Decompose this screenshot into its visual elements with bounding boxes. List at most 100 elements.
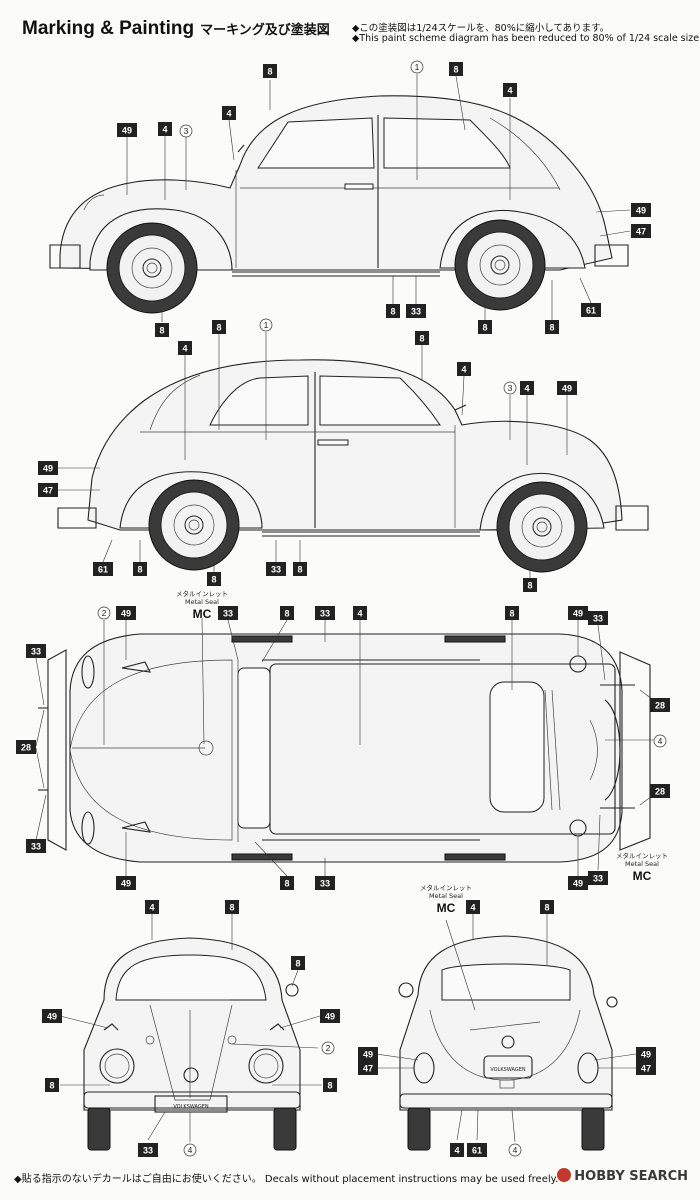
callout-4: 4 xyxy=(450,1143,464,1157)
callout-8: 8 xyxy=(523,578,537,592)
svg-text:4: 4 xyxy=(357,609,362,619)
svg-text:8: 8 xyxy=(453,65,458,75)
svg-text:8: 8 xyxy=(211,575,216,585)
callout-4: 4 xyxy=(145,900,159,914)
svg-text:4: 4 xyxy=(658,736,663,746)
callout-8: 8 xyxy=(155,323,169,337)
scale-note-jp: ◆この塗装図は1/24スケールを、80%に縮小してあります。 xyxy=(352,23,610,34)
svg-text:49: 49 xyxy=(562,384,572,394)
svg-text:49: 49 xyxy=(363,1050,373,1060)
callout-49: 49 xyxy=(636,1047,656,1061)
callout-circle-4: 4 xyxy=(508,1143,522,1157)
svg-text:8: 8 xyxy=(49,1081,54,1091)
svg-text:8: 8 xyxy=(284,879,289,889)
callout-4: 4 xyxy=(503,83,517,97)
svg-text:8: 8 xyxy=(137,565,142,575)
svg-text:61: 61 xyxy=(472,1146,482,1156)
callout-49: 49 xyxy=(631,203,651,217)
callout-61: 61 xyxy=(581,303,601,317)
svg-text:49: 49 xyxy=(573,879,583,889)
callout-8: 8 xyxy=(133,562,147,576)
svg-text:3: 3 xyxy=(508,383,513,393)
callout-33: 33 xyxy=(218,606,238,620)
callout-28: 28 xyxy=(650,784,670,798)
side-view-left xyxy=(49,95,629,314)
svg-text:MC: MC xyxy=(193,607,212,621)
svg-text:1: 1 xyxy=(415,62,420,72)
callout-47: 47 xyxy=(636,1061,656,1075)
callout-8: 8 xyxy=(478,320,492,334)
metal-seal-label-rear: メタルインレット Metal Seal MC xyxy=(616,851,668,883)
callout-47: 47 xyxy=(358,1061,378,1075)
callout-61: 61 xyxy=(93,562,113,576)
callout-circle-1: 1 xyxy=(410,60,424,74)
svg-text:メタルインレット: メタルインレット xyxy=(616,851,668,860)
callout-8: 8 xyxy=(293,562,307,576)
svg-text:47: 47 xyxy=(363,1064,373,1074)
footer-note: ◆貼る指示のないデカールはご自由にお使いください。 Decals without… xyxy=(14,1174,559,1185)
svg-text:8: 8 xyxy=(216,323,221,333)
svg-text:8: 8 xyxy=(527,581,532,591)
svg-text:33: 33 xyxy=(31,647,41,657)
svg-text:4: 4 xyxy=(182,344,187,354)
svg-text:4: 4 xyxy=(149,903,154,913)
callout-33: 33 xyxy=(315,876,335,890)
svg-text:メタルインレット: メタルインレット xyxy=(176,589,228,598)
svg-text:33: 33 xyxy=(593,874,603,884)
rear-view xyxy=(398,935,618,1151)
callout-8: 8 xyxy=(263,64,277,78)
callout-circle-2: 2 xyxy=(97,606,111,620)
svg-text:61: 61 xyxy=(586,306,596,316)
svg-text:8: 8 xyxy=(482,323,487,333)
svg-text:4: 4 xyxy=(226,109,231,119)
svg-text:8: 8 xyxy=(295,959,300,969)
svg-text:8: 8 xyxy=(549,323,554,333)
callout-8: 8 xyxy=(386,304,400,318)
callout-4: 4 xyxy=(457,362,471,376)
callout-49: 49 xyxy=(557,381,577,395)
svg-text:4: 4 xyxy=(461,365,466,375)
callout-8: 8 xyxy=(291,956,305,970)
svg-text:8: 8 xyxy=(267,67,272,77)
svg-text:MC: MC xyxy=(633,869,652,883)
svg-text:33: 33 xyxy=(320,879,330,889)
callout-49: 49 xyxy=(116,876,136,890)
svg-text:4: 4 xyxy=(507,86,512,96)
svg-text:Metal Seal: Metal Seal xyxy=(625,860,659,868)
svg-text:1: 1 xyxy=(264,320,269,330)
callout-8: 8 xyxy=(207,572,221,586)
callout-8: 8 xyxy=(225,900,239,914)
title-jp: マーキング及び塗装図 xyxy=(200,22,330,37)
svg-text:8: 8 xyxy=(229,903,234,913)
callout-circle-3: 3 xyxy=(179,124,193,138)
callout-4: 4 xyxy=(178,341,192,355)
svg-text:8: 8 xyxy=(419,334,424,344)
front-view xyxy=(83,937,301,1151)
rear-emblem-text: VOLKSWAGEN xyxy=(490,1067,526,1073)
svg-text:49: 49 xyxy=(636,206,646,216)
callout-49: 49 xyxy=(42,1009,62,1023)
svg-text:33: 33 xyxy=(411,307,421,317)
watermark-logo-icon xyxy=(557,1168,572,1182)
callout-4: 4 xyxy=(222,106,236,120)
callout-4: 4 xyxy=(353,606,367,620)
svg-text:33: 33 xyxy=(31,842,41,852)
callout-circle-1: 1 xyxy=(259,318,273,332)
callout-4: 4 xyxy=(520,381,534,395)
svg-text:8: 8 xyxy=(297,565,302,575)
svg-text:4: 4 xyxy=(188,1145,193,1155)
metal-seal-label-front: メタルインレット Metal Seal MC xyxy=(176,589,228,621)
svg-text:4: 4 xyxy=(524,384,529,394)
watermark: HOBBY SEARCH xyxy=(557,1168,688,1184)
svg-text:49: 49 xyxy=(121,879,131,889)
callout-8: 8 xyxy=(212,320,226,334)
svg-text:8: 8 xyxy=(327,1081,332,1091)
svg-text:3: 3 xyxy=(184,126,189,136)
callout-8: 8 xyxy=(280,876,294,890)
svg-text:33: 33 xyxy=(223,609,233,619)
callout-33: 33 xyxy=(26,644,46,658)
callout-circle-2: 2 xyxy=(321,1041,335,1055)
svg-text:33: 33 xyxy=(143,1146,153,1156)
